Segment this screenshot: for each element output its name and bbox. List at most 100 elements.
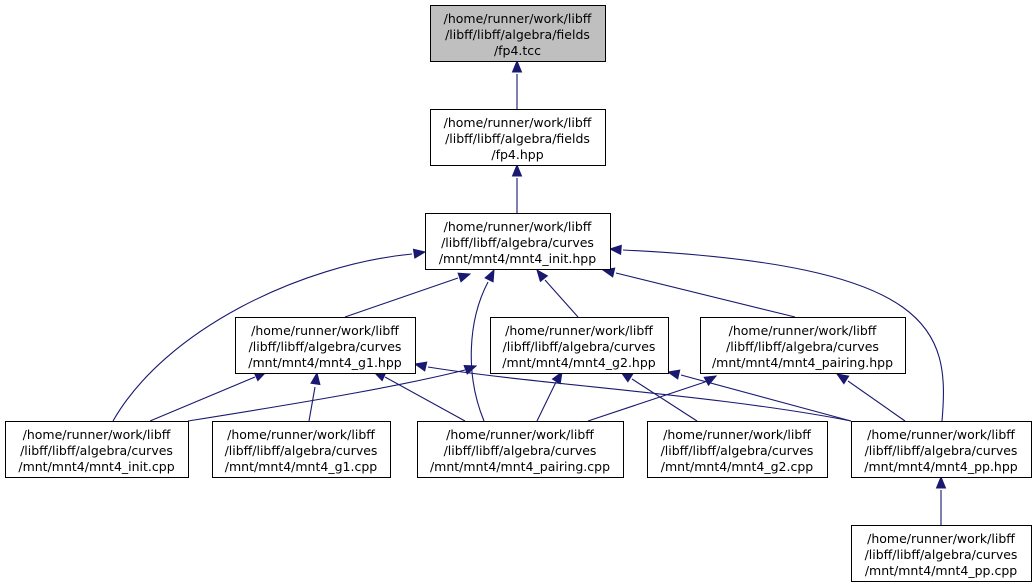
node-label-line-2: /libff/libff/algebra/curves xyxy=(865,547,1018,562)
node-label-line-2: /libff/libff/algebra/curves xyxy=(444,443,597,458)
node-mnt4-g2-cpp[interactable]: /home/runner/work/libff/libff/libff/alge… xyxy=(647,421,828,478)
edge-mnt4_pairing_cpp-to-mnt4_init_hpp xyxy=(470,268,495,422)
node-label-line-1: /home/runner/work/libff xyxy=(23,427,171,442)
node-box xyxy=(647,421,828,478)
edge-line xyxy=(631,378,698,422)
arrow-head-icon xyxy=(935,475,947,489)
edge-mnt4_g1_cpp-to-mnt4_g1_hpp xyxy=(308,371,321,422)
edge-line xyxy=(112,253,413,422)
node-label-line-3: /mnt/mnt4/mnt4_g2.hpp xyxy=(502,355,656,370)
node-mnt4-init-cpp[interactable]: /home/runner/work/libff/libff/libff/alge… xyxy=(5,421,189,478)
node-label-line-3: /mnt/mnt4/mnt4_g2.cpp xyxy=(661,459,813,474)
node-label-line-3: /mnt/mnt4/mnt4_pairing.cpp xyxy=(430,459,610,474)
node-label-line-2: /libff/libff/algebra/fields xyxy=(445,131,590,146)
node-box xyxy=(851,525,1032,582)
node-label-line-3: /mnt/mnt4/mnt4_init.hpp xyxy=(439,251,596,266)
node-label-line-1: /home/runner/work/libff xyxy=(227,427,375,442)
node-label-line-3: /fp4.hpp xyxy=(491,147,543,162)
node-box xyxy=(430,109,606,166)
arrow-head-icon xyxy=(310,371,321,386)
arrow-head-icon xyxy=(484,268,495,283)
node-box xyxy=(417,421,624,478)
edge-mnt4_pp_hpp-to-mnt4_pairing_hpp xyxy=(835,373,906,422)
node-mnt4-pp-hpp[interactable]: /home/runner/work/libff/libff/libff/alge… xyxy=(851,421,1032,478)
node-label-line-2: /libff/libff/algebra/curves xyxy=(661,443,814,458)
edge-line xyxy=(187,369,466,422)
edge-mnt4_pairing_cpp-to-mnt4_g2_hpp xyxy=(536,370,563,422)
node-label-line-1: /home/runner/work/libff xyxy=(444,219,592,234)
node-mnt4-g2-hpp[interactable]: /home/runner/work/libff/libff/libff/alge… xyxy=(490,317,669,374)
node-label-line-3: /mnt/mnt4/mnt4_init.cpp xyxy=(18,459,174,474)
node-label-line-3: /mnt/mnt4/mnt4_g1.cpp xyxy=(225,459,377,474)
node-box xyxy=(212,421,391,478)
node-label-line-2: /libff/libff/algebra/curves xyxy=(503,339,656,354)
node-label-line-1: /home/runner/work/libff xyxy=(505,323,653,338)
node-mnt4-init-hpp[interactable]: /home/runner/work/libff/libff/libff/alge… xyxy=(425,213,611,270)
node-label-line-3: /mnt/mnt4/mnt4_pp.cpp xyxy=(865,563,1017,578)
edge-line xyxy=(427,366,852,422)
edge-line xyxy=(536,381,557,422)
node-label-line-3: /mnt/mnt4/mnt4_pairing.hpp xyxy=(712,355,893,370)
edge-mnt4_pp_hpp-to-mnt4_init_hpp xyxy=(608,244,944,422)
edge-mnt4_pp_cpp-to-mnt4_pp_hpp xyxy=(935,475,947,525)
node-label-line-1: /home/runner/work/libff xyxy=(444,115,592,130)
node-mnt4-g1-hpp[interactable]: /home/runner/work/libff/libff/libff/alge… xyxy=(235,317,416,374)
edge-line xyxy=(384,376,466,422)
node-label-line-1: /home/runner/work/libff xyxy=(444,11,592,26)
node-label-line-2: /libff/libff/algebra/curves xyxy=(20,443,173,458)
node-mnt4-pairing-cpp[interactable]: /home/runner/work/libff/libff/libff/alge… xyxy=(417,421,624,478)
arrow-head-icon xyxy=(511,163,523,177)
edge-mnt4_pp_hpp-to-mnt4_g1_hpp xyxy=(413,361,852,422)
node-mnt4-pairing-hpp[interactable]: /home/runner/work/libff/libff/libff/alge… xyxy=(700,317,906,374)
edges-layer xyxy=(112,59,947,525)
edge-line xyxy=(470,281,489,422)
node-box xyxy=(235,317,416,374)
arrow-head-icon xyxy=(511,59,523,73)
node-label-line-3: /mnt/mnt4/mnt4_pp.hpp xyxy=(864,459,1017,474)
arrow-head-icon xyxy=(703,375,718,387)
edge-mnt4_pp_hpp-to-mnt4_g2_hpp xyxy=(666,369,852,422)
node-label-line-1: /home/runner/work/libff xyxy=(446,427,594,442)
edge-mnt4_init_cpp-to-mnt4_g1_hpp xyxy=(149,371,268,422)
node-label-line-2: /libff/libff/algebra/curves xyxy=(865,443,1018,458)
node-box xyxy=(490,317,669,374)
node-label-line-1: /home/runner/work/libff xyxy=(867,427,1015,442)
node-box xyxy=(425,213,611,270)
arrow-head-icon xyxy=(536,268,549,283)
arrow-head-icon xyxy=(551,370,563,385)
node-mnt4-g1-cpp[interactable]: /home/runner/work/libff/libff/libff/alge… xyxy=(212,421,391,478)
edge-line xyxy=(622,249,944,422)
node-label-line-2: /libff/libff/algebra/fields xyxy=(445,27,590,42)
node-label-line-1: /home/runner/work/libff xyxy=(867,531,1015,546)
arrow-head-icon xyxy=(413,361,428,372)
node-box xyxy=(430,5,606,62)
node-fp4-tcc[interactable]: /home/runner/work/libff/libff/libff/alge… xyxy=(430,5,606,62)
node-label-line-1: /home/runner/work/libff xyxy=(663,427,811,442)
edge-mnt4_init_hpp-to-fp4_hpp xyxy=(511,163,523,213)
edge-mnt4_g1_hpp-to-mnt4_init_hpp xyxy=(344,272,472,318)
node-label-line-2: /libff/libff/algebra/curves xyxy=(441,235,594,250)
edge-mnt4_g2_hpp-to-mnt4_init_hpp xyxy=(536,268,579,318)
node-fp4-hpp[interactable]: /home/runner/work/libff/libff/libff/alge… xyxy=(430,109,606,166)
edge-line xyxy=(344,277,459,318)
node-label-line-1: /home/runner/work/libff xyxy=(729,323,877,338)
arrow-head-icon xyxy=(666,369,681,380)
node-label-line-2: /libff/libff/algebra/curves xyxy=(726,339,879,354)
edge-mnt4_pairing_cpp-to-mnt4_pairing_hpp xyxy=(587,375,718,422)
node-box xyxy=(700,317,906,374)
node-box xyxy=(5,421,189,478)
edge-line xyxy=(847,380,906,422)
arrow-head-icon xyxy=(608,244,622,256)
node-label-line-3: /fp4.tcc xyxy=(494,43,541,58)
edge-line xyxy=(308,386,316,422)
node-label-line-2: /libff/libff/algebra/curves xyxy=(249,339,402,354)
arrow-head-icon xyxy=(412,248,427,259)
edge-mnt4_init_cpp-to-mnt4_init_hpp xyxy=(112,248,427,422)
node-mnt4-pp-cpp[interactable]: /home/runner/work/libff/libff/libff/alge… xyxy=(851,525,1032,582)
edge-line xyxy=(149,376,256,422)
node-label-line-2: /libff/libff/algebra/curves xyxy=(225,443,378,458)
edge-mnt4_pairing_cpp-to-mnt4_g1_hpp xyxy=(372,371,466,422)
edge-line xyxy=(544,279,579,318)
node-label-line-1: /home/runner/work/libff xyxy=(251,323,399,338)
